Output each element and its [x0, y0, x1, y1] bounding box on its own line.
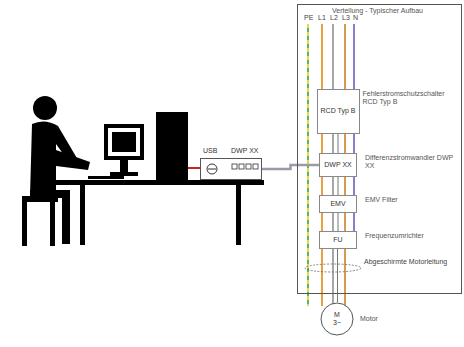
node-label: EMV [330, 200, 345, 208]
measuring-device: USBDWP XX [200, 158, 262, 180]
wire-connector [338, 134, 339, 153]
conductor-name: L2 [330, 14, 338, 22]
measuring-cable [262, 165, 319, 169]
computer [88, 112, 200, 180]
rcd-box: RCD Typ BFehlerstromschutzschalter RCD T… [317, 89, 360, 134]
conductor-name: L1 [318, 14, 326, 22]
node-label: Verteilung - Typischer Aufbau [332, 7, 460, 15]
conductor-name: PE [304, 14, 313, 22]
device-ports [207, 164, 258, 174]
inverter-box: FUFrequenzumrichter [319, 231, 357, 249]
motor-circle: M 3~Motor [320, 302, 354, 336]
node-label: DWP XX [324, 161, 352, 169]
node-label: USB [203, 147, 217, 155]
conductor-name: N [353, 14, 358, 22]
node-caption: Differenzstromwandler DWP XX [365, 154, 461, 170]
desk [52, 180, 264, 245]
motor-symbol [321, 303, 353, 335]
cable-label: Abgeschirmte Motorleitung [364, 258, 458, 266]
conductor-name: L3 [342, 14, 350, 22]
current-transformer-box: DWP XXDifferenzstromwandler DWP XX [319, 153, 357, 177]
node-caption: DWP XX [231, 147, 259, 155]
wire-connector [337, 249, 338, 302]
node-label: M 3~ [330, 311, 344, 327]
person-figure [22, 96, 90, 246]
node-label: FU [333, 236, 342, 244]
wire-connector [338, 177, 339, 195]
emc-filter-box: EMVEMV Filter [319, 195, 357, 213]
node-caption: Motor [360, 315, 374, 323]
wire-connector [338, 213, 339, 231]
node-caption: EMV Filter [365, 196, 461, 204]
node-caption: Frequenzumrichter [365, 232, 461, 240]
node-label: RCD Typ B [321, 107, 356, 115]
node-caption: Fehlerstromschutzschalter RCD Typ B [363, 90, 459, 106]
distribution-panel: Verteilung - Typischer AufbauRCD Typ BFe… [297, 4, 462, 294]
